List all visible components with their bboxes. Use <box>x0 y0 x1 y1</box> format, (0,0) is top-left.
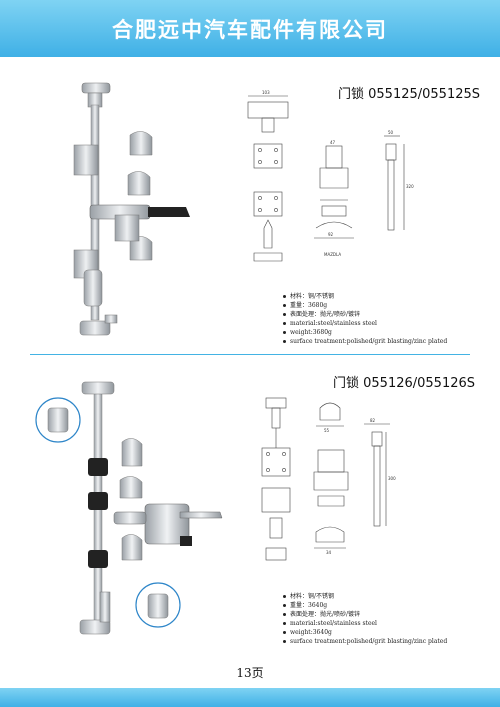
svg-text:55: 55 <box>324 428 330 433</box>
svg-text:34: 34 <box>326 550 332 555</box>
product-photo-2 <box>35 381 223 635</box>
product-2-title: 门锁 055126/055126S <box>333 376 476 391</box>
svg-text:300: 300 <box>388 476 396 481</box>
spec-line: material:steel/stainless steel <box>283 319 447 328</box>
spec-line: 表面处理：抛光/喷砂/镀锌 <box>283 610 447 619</box>
spec-line: material:steel/stainless steel <box>283 619 447 628</box>
svg-text:82: 82 <box>370 418 376 423</box>
section-divider <box>30 354 470 355</box>
svg-text:47: 47 <box>330 140 336 145</box>
footer-bar <box>0 688 500 707</box>
svg-text:50: 50 <box>388 130 394 135</box>
page-number: 13页 <box>236 666 264 680</box>
product-photo-1 <box>73 82 190 336</box>
spec-line: weight:3640g <box>283 628 447 637</box>
drawing-label: MAZDLA <box>324 252 341 257</box>
spec-line: 重量：3680g <box>283 301 447 310</box>
product-2-drawing: 55 82 300 34 <box>261 397 396 561</box>
spec-line: 表面处理：抛光/喷砂/镀锌 <box>283 310 447 319</box>
product-1-title: 门锁 055125/055125S <box>338 87 481 102</box>
svg-text:92: 92 <box>328 232 334 237</box>
spec-line: 材料：铜/不锈钢 <box>283 292 447 301</box>
svg-text:320: 320 <box>406 184 414 189</box>
spec-line: weight:3680g <box>283 328 447 337</box>
product-2-specs: 材料：铜/不锈钢 重量：3640g 表面处理：抛光/喷砂/镀锌 material… <box>283 592 447 646</box>
svg-text:103: 103 <box>262 90 270 95</box>
product-1-specs: 材料：铜/不锈钢 重量：3680g 表面处理：抛光/喷砂/镀锌 material… <box>283 292 447 346</box>
spec-line: 材料：铜/不锈钢 <box>283 592 447 601</box>
company-name: 合肥远中汽车配件有限公司 <box>112 16 388 42</box>
spec-line: surface treatment:polished/grit blasting… <box>283 637 447 646</box>
spec-line: surface treatment:polished/grit blasting… <box>283 337 447 346</box>
page-header: 合肥远中汽车配件有限公司 <box>0 0 500 57</box>
spec-line: 重量：3640g <box>283 601 447 610</box>
product-1-drawing: 103 47 50 320 92 MAZDLA <box>247 90 414 262</box>
